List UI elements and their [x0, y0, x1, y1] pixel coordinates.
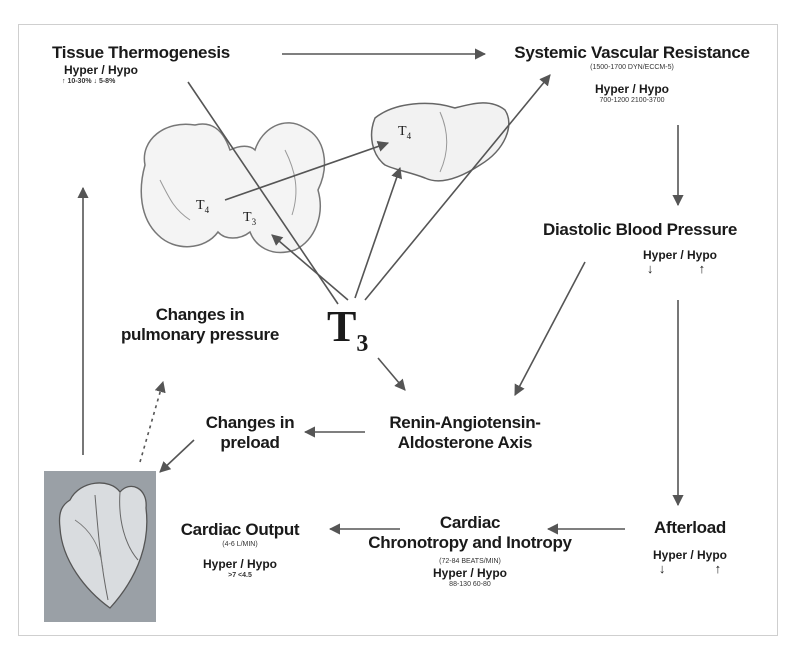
raas-node: Renin-Angiotensin- Aldosterone Axis — [350, 413, 580, 453]
preload-line1: Changes in — [190, 413, 310, 433]
liver-organ — [372, 103, 509, 181]
afterload-hypo-arrow: ↑ — [715, 561, 722, 576]
arrow-t3-to-raas — [378, 358, 405, 390]
thyroid-gland — [141, 123, 324, 253]
svr-values: 700-1200 2100-3700 — [487, 96, 777, 105]
chrono-hyperhypo: Hyper / Hypo — [345, 566, 595, 580]
chrono-values: 88-130 60-80 — [345, 580, 595, 589]
dbp-hyperhypo: Hyper / Hypo — [520, 248, 760, 262]
tissue-values: ↑ 10-30% ↓ 5-8% — [52, 77, 230, 86]
chrono-line2: Chronotropy and Inotropy — [345, 533, 595, 553]
liver-t4-label: T4 — [398, 124, 411, 141]
dbp-hyper-arrow: ↓ — [647, 261, 654, 276]
afterload-title: Afterload — [630, 518, 750, 538]
heart-image — [44, 471, 156, 622]
dbp-arrows: ↓ ↑ — [520, 262, 760, 276]
co-values: >7 <4.5 — [165, 571, 315, 580]
preload-node: Changes in preload — [190, 413, 310, 453]
dbp-title: Diastolic Blood Pressure — [520, 220, 760, 240]
thyroid-t3-label: T3 — [243, 210, 256, 227]
preload-line2: preload — [190, 433, 310, 453]
chronotropy-node: Cardiac Chronotropy and Inotropy (72-84 … — [345, 513, 595, 589]
t3-hormone-label: T3 — [327, 304, 368, 367]
dbp-hypo-arrow: ↑ — [699, 261, 706, 276]
afterload-node: Afterload Hyper / Hypo ↓ ↑ — [630, 518, 750, 576]
arrow-t3-to-liver — [355, 168, 400, 298]
t3-base: T — [327, 302, 356, 351]
svr-node: Systemic Vascular Resistance (1500-1700 … — [487, 43, 777, 105]
thyroid-t4-label: T4 — [196, 198, 209, 215]
raas-line1: Renin-Angiotensin- — [350, 413, 580, 433]
pulmonary-line1: Changes in — [100, 305, 300, 325]
pulmonary-node: Changes in pulmonary pressure — [100, 305, 300, 345]
arrow-dbp-to-raas — [515, 262, 585, 395]
raas-line2: Aldosterone Axis — [350, 433, 580, 453]
arrow-t3-to-thyroid — [272, 235, 348, 300]
tissue-hyperhypo: Hyper / Hypo — [52, 63, 230, 77]
tissue-title: Tissue Thermogenesis — [52, 43, 230, 63]
chrono-line1: Cardiac — [345, 513, 595, 533]
afterload-hyperhypo: Hyper / Hypo — [630, 548, 750, 562]
cardiac-output-node: Cardiac Output (4-6 L/MIN) Hyper / Hypo … — [165, 520, 315, 580]
afterload-hyper-arrow: ↓ — [659, 561, 666, 576]
arrow-preload-to-heart — [160, 440, 194, 472]
svr-units: (1500-1700 DYN/ECCM-5) — [487, 63, 777, 72]
chrono-units: (72-84 BEATS/MIN) — [345, 557, 595, 566]
dbp-node: Diastolic Blood Pressure Hyper / Hypo ↓ … — [520, 220, 760, 276]
svr-hyperhypo: Hyper / Hypo — [487, 82, 777, 96]
co-title: Cardiac Output — [165, 520, 315, 540]
co-hyperhypo: Hyper / Hypo — [165, 557, 315, 571]
arrow-heart-to-pulmonary — [140, 382, 163, 462]
afterload-arrows: ↓ ↑ — [630, 562, 750, 576]
t3-sub: 3 — [356, 331, 368, 357]
tissue-thermogenesis-node: Tissue Thermogenesis Hyper / Hypo ↑ 10-3… — [52, 43, 230, 86]
co-units: (4-6 L/MIN) — [165, 540, 315, 549]
svr-title: Systemic Vascular Resistance — [487, 43, 777, 63]
pulmonary-line2: pulmonary pressure — [100, 325, 300, 345]
